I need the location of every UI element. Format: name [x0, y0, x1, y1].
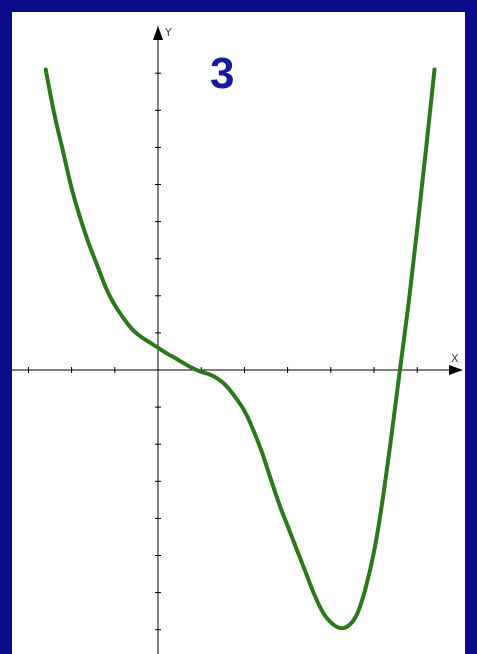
y-axis-label: Y [164, 26, 172, 39]
x-axis-arrow [449, 365, 463, 375]
graph-number: 3 [210, 49, 235, 98]
function-graph: XY [12, 26, 463, 654]
x-axis-label: X [451, 352, 459, 365]
series-line-0 [43, 67, 437, 631]
y-axis-arrow [153, 26, 163, 40]
